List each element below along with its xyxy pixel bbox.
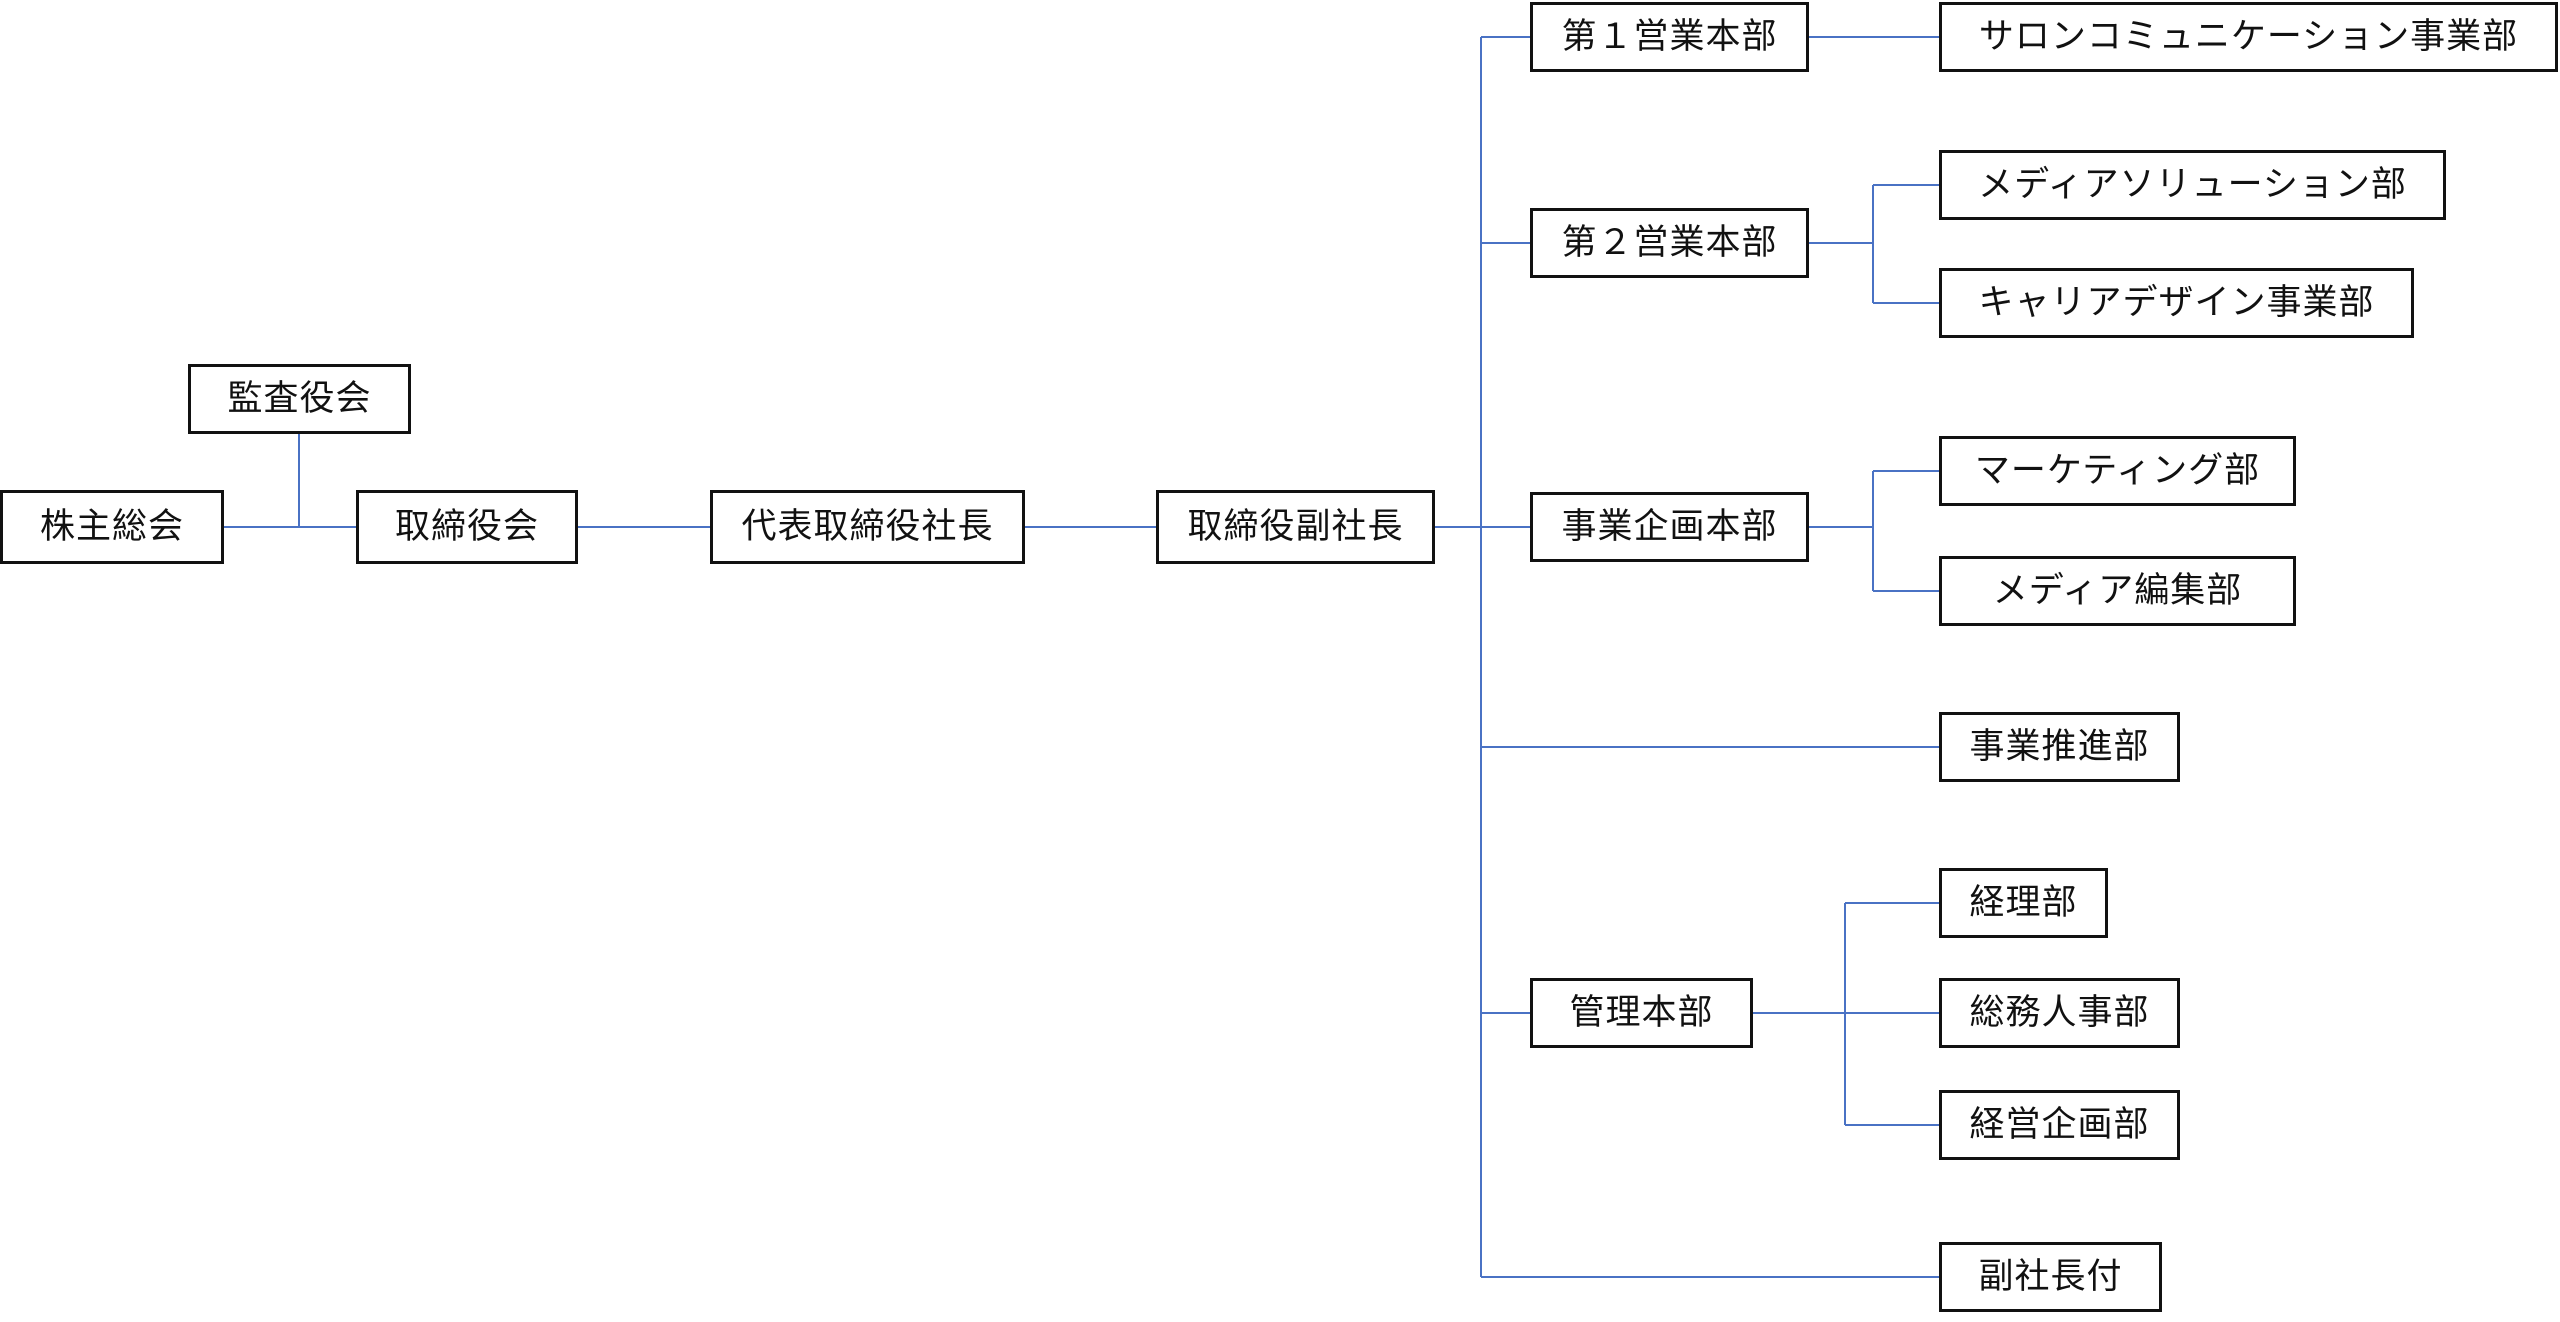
node-business-planning-division: 事業企画本部 [1530, 492, 1809, 562]
node-media-solution-dept: メディアソリューション部 [1939, 150, 2446, 220]
node-career-design-dept: キャリアデザイン事業部 [1939, 268, 2414, 338]
node-president-ceo: 代表取締役社長 [710, 490, 1025, 564]
node-corporate-planning-dept: 経営企画部 [1939, 1090, 2180, 1160]
node-board-of-directors: 取締役会 [356, 490, 578, 564]
node-salon-communication-dept: サロンコミュニケーション事業部 [1939, 2, 2558, 72]
node-general-affairs-hr-dept: 総務人事部 [1939, 978, 2180, 1048]
node-business-promotion-dept: 事業推進部 [1939, 712, 2180, 782]
node-sales-division-1: 第１営業本部 [1530, 2, 1809, 72]
node-administration-division: 管理本部 [1530, 978, 1753, 1048]
node-shareholders-meeting: 株主総会 [0, 490, 224, 564]
node-board-of-auditors: 監査役会 [188, 364, 411, 434]
node-vice-president-office: 副社長付 [1939, 1242, 2162, 1312]
node-executive-vice-president: 取締役副社長 [1156, 490, 1435, 564]
node-sales-division-2: 第２営業本部 [1530, 208, 1809, 278]
node-accounting-dept: 経理部 [1939, 868, 2108, 938]
node-media-editorial-dept: メディア編集部 [1939, 556, 2296, 626]
node-marketing-dept: マーケティング部 [1939, 436, 2296, 506]
